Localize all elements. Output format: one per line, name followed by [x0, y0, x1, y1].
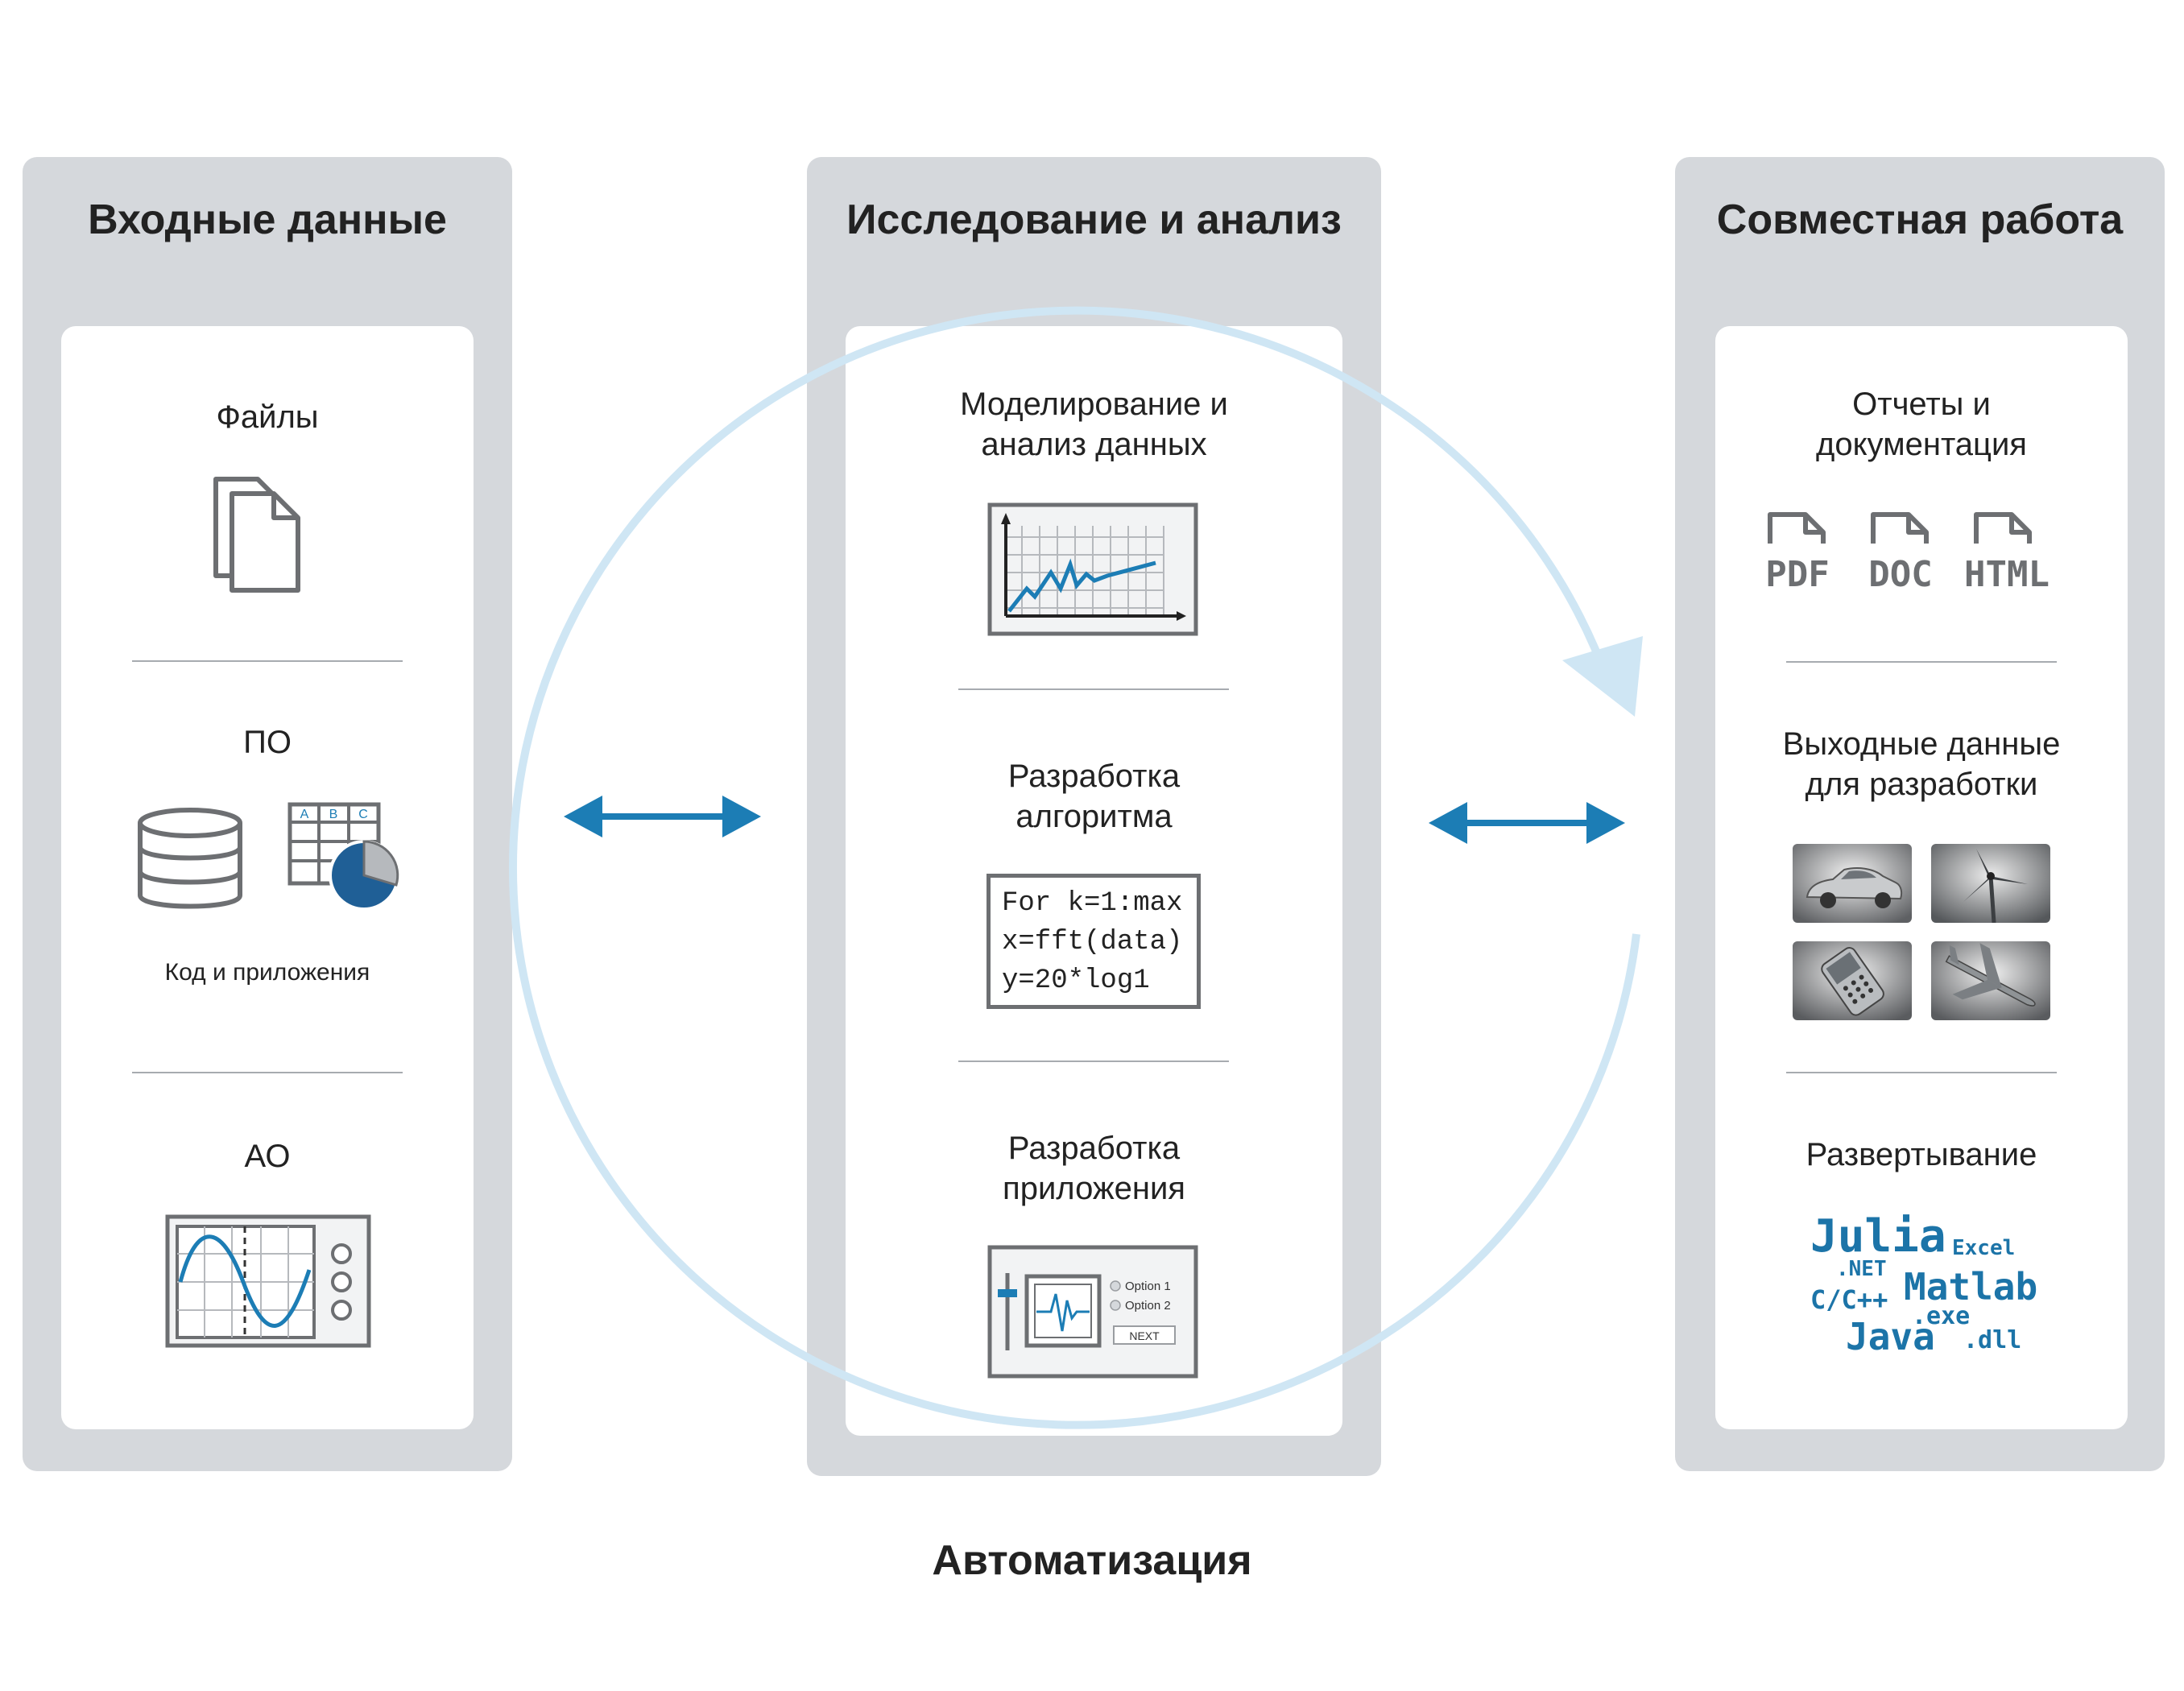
- input-separator-2: [132, 1072, 403, 1073]
- modeling-label: Моделирование и анализ данных: [960, 387, 1228, 462]
- app-option-2: Option 2: [1125, 1299, 1171, 1313]
- algorithm-label: Разработка алгоритма: [1007, 759, 1181, 834]
- input-analysis-double-arrow: [564, 796, 761, 837]
- app-next-button: NEXT: [1129, 1329, 1160, 1342]
- files-label: Файлы: [216, 399, 319, 435]
- collab-separator-2: [1786, 1072, 2057, 1073]
- deploy-word-cpp: C/C++: [1810, 1284, 1888, 1315]
- oscilloscope-icon: [165, 1214, 371, 1348]
- input-separator-1: [132, 660, 403, 662]
- analysis-panel: Исследование и анализ Моделирование и ан…: [807, 157, 1381, 1476]
- code-line-2: x=fft(data): [1002, 927, 1183, 957]
- input-panel-inner: Файлы ПО A B: [61, 326, 474, 1429]
- format-html: HTML: [1964, 554, 2050, 595]
- analysis-panel-title: Исследование и анализ: [846, 196, 1342, 243]
- app-option-1: Option 1: [1125, 1280, 1171, 1293]
- spreadsheet-col-a: A: [300, 808, 309, 821]
- format-doc: DOC: [1868, 554, 1932, 595]
- app-label: Разработка приложения: [1003, 1131, 1185, 1206]
- deploy-label: Развертывание: [1806, 1137, 2037, 1172]
- deploy-word-dll: .dll: [1963, 1326, 2022, 1354]
- software-caption: Код и приложения: [164, 959, 370, 986]
- analysis-separator-1: [958, 688, 1229, 690]
- airplane-image: [1931, 941, 2050, 1020]
- automation-label: Автоматизация: [932, 1537, 1252, 1584]
- input-panel: Входные данные Файлы ПО: [23, 157, 512, 1471]
- spreadsheet-chart-icon: A B C: [287, 802, 399, 911]
- reports-label: Отчеты и документация: [1816, 387, 2027, 462]
- deploy-word-julia: Julia: [1810, 1210, 1946, 1263]
- code-line-3: y=20*log1: [1002, 965, 1150, 996]
- files-icon: [213, 477, 300, 593]
- format-pdf: PDF: [1765, 554, 1829, 595]
- app-window-icon: Option 1 Option 2 NEXT: [987, 1245, 1198, 1379]
- collab-panel-title: Совместная работа: [1716, 196, 2124, 243]
- deploy-word-exe: .exe: [1912, 1302, 1971, 1330]
- analysis-separator-2: [958, 1060, 1229, 1062]
- outputs-label: Выходные данные для разработки: [1782, 726, 2061, 802]
- deploy-word-dotnet: .NET: [1836, 1257, 1887, 1281]
- phone-image: [1793, 941, 1912, 1020]
- hardware-label: АО: [244, 1139, 291, 1174]
- collab-panel: Совместная работа Отчеты и документация …: [1675, 157, 2165, 1471]
- collab-panel-inner: Отчеты и документация PDF DOC HTML Выход…: [1715, 326, 2128, 1429]
- spreadsheet-col-c: C: [358, 808, 368, 821]
- deploy-word-matlab: Matlab: [1904, 1265, 2038, 1309]
- line-chart-icon: [987, 502, 1198, 636]
- doc-formats-icon: PDF DOC HTML: [1765, 512, 2050, 595]
- software-label: ПО: [243, 725, 292, 760]
- database-icon: [138, 808, 242, 909]
- code-snippet: For k=1:max x=fft(data) y=20*log1: [987, 874, 1201, 1009]
- car-image: [1793, 844, 1912, 923]
- spreadsheet-col-b: B: [329, 808, 338, 821]
- analysis-collab-double-arrow: [1429, 802, 1625, 844]
- collab-separator-1: [1786, 661, 2057, 663]
- wind-turbine-image: [1931, 844, 2050, 923]
- code-line-1: For k=1:max: [1002, 888, 1183, 919]
- automation-cycle-arc: [509, 306, 1640, 1429]
- deploy-word-java: Java: [1846, 1315, 1935, 1358]
- input-panel-title: Входные данные: [88, 196, 447, 243]
- automation-cycle-arrowhead: [1562, 636, 1643, 717]
- deploy-word-excel: Excel: [1952, 1236, 2016, 1260]
- analysis-panel-inner: Моделирование и анализ данных Разработка…: [846, 326, 1342, 1436]
